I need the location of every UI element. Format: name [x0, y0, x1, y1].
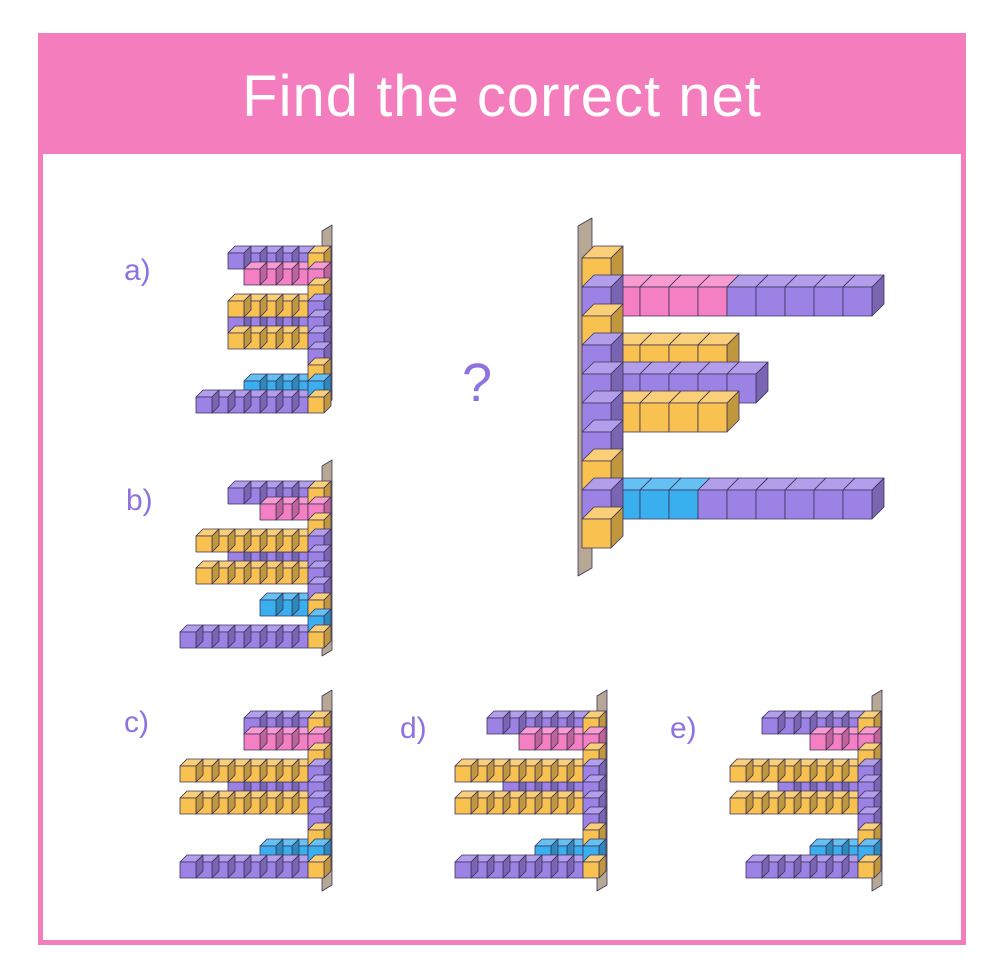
cube-icon: [195, 389, 220, 414]
cube-icon: [581, 506, 624, 549]
cube-icon: [195, 528, 220, 553]
cube-icon: [259, 592, 284, 617]
cube-icon: [307, 854, 332, 879]
cube-icon: [195, 560, 220, 585]
cube-icon: [307, 624, 332, 649]
cube-icon: [179, 624, 204, 649]
cube-icon: [729, 758, 754, 783]
cube-icon: [582, 854, 607, 879]
cube-icon: [761, 710, 786, 735]
cube-icon: [227, 480, 252, 505]
option-d-label[interactable]: d): [400, 712, 427, 745]
cube-icon: [179, 758, 204, 783]
cube-icon: [518, 726, 543, 751]
option-b-figure[interactable]: [170, 458, 333, 657]
cube-icon: [857, 854, 882, 879]
cube-icon: [454, 790, 479, 815]
title-banner: Find the correct net: [43, 38, 961, 154]
cube-icon: [454, 854, 479, 879]
cube-icon: [307, 389, 332, 414]
cube-icon: [745, 854, 770, 879]
cube-icon: [842, 477, 885, 520]
option-b-label[interactable]: b): [126, 484, 153, 517]
question-mark: ?: [462, 353, 493, 413]
cube-icon: [179, 790, 204, 815]
option-e-figure[interactable]: [720, 689, 883, 892]
cube-icon: [227, 293, 252, 318]
page-title: Find the correct net: [242, 63, 762, 129]
cube-icon: [227, 325, 252, 350]
cube-icon: [729, 790, 754, 815]
cube-icon: [259, 496, 284, 521]
option-c-label[interactable]: c): [124, 706, 149, 739]
option-a-figure[interactable]: [170, 224, 333, 414]
cube-icon: [809, 726, 834, 751]
option-a-label[interactable]: a): [124, 254, 151, 287]
cube-icon: [179, 854, 204, 879]
cube-icon: [243, 726, 268, 751]
cube-icon: [454, 758, 479, 783]
cube-icon: [486, 710, 511, 735]
cube-icon: [243, 261, 268, 286]
option-c-figure[interactable]: [170, 689, 333, 892]
option-d-figure[interactable]: [445, 689, 608, 892]
cube-icon: [842, 274, 885, 317]
cube-icon: [697, 390, 740, 433]
option-e-label[interactable]: e): [670, 712, 697, 745]
target-figure: [577, 217, 885, 577]
